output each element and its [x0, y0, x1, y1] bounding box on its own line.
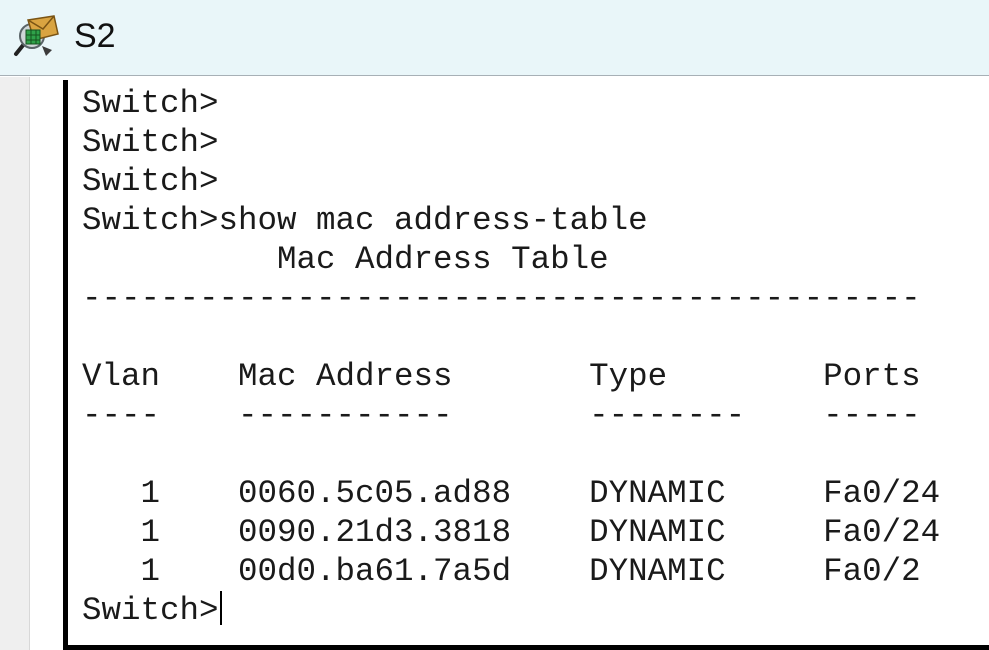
terminal-line: Switch>show mac address-table — [82, 202, 648, 239]
terminal-line: Switch> — [82, 85, 219, 122]
table-header-row: Vlan Mac Address Type Ports — [82, 358, 921, 395]
command-prompt: Switch> — [82, 592, 219, 629]
panel-gutter — [30, 77, 63, 650]
table-row: 1 00d0.ba61.7a5d DYNAMIC Fa0/2 — [82, 553, 921, 590]
table-row: 1 0090.21d3.3818 DYNAMIC Fa0/24 — [82, 514, 941, 551]
terminal-output: Switch> Switch> Switch> Switch>show mac … — [82, 84, 940, 630]
table-heading: Mac Address Table — [82, 241, 609, 278]
table-rule: ----------------------------------------… — [82, 280, 921, 317]
table-header-underline: ---- ----------- -------- ----- — [82, 397, 921, 434]
window-title: S2 — [74, 17, 116, 55]
text-cursor — [219, 591, 222, 625]
terminal-line — [82, 435, 940, 474]
cli-terminal[interactable]: Switch> Switch> Switch> Switch>show mac … — [63, 80, 989, 650]
terminal-line — [82, 318, 940, 357]
table-row: 1 0060.5c05.ad88 DYNAMIC Fa0/24 — [82, 475, 941, 512]
terminal-line: Switch> — [82, 163, 219, 200]
window-titlebar: S2 — [0, 0, 989, 76]
left-side-panel — [0, 77, 30, 650]
terminal-line: Switch> — [82, 124, 219, 161]
switch-config-icon — [14, 15, 59, 56]
command-prompt-line[interactable]: Switch> — [82, 591, 940, 630]
